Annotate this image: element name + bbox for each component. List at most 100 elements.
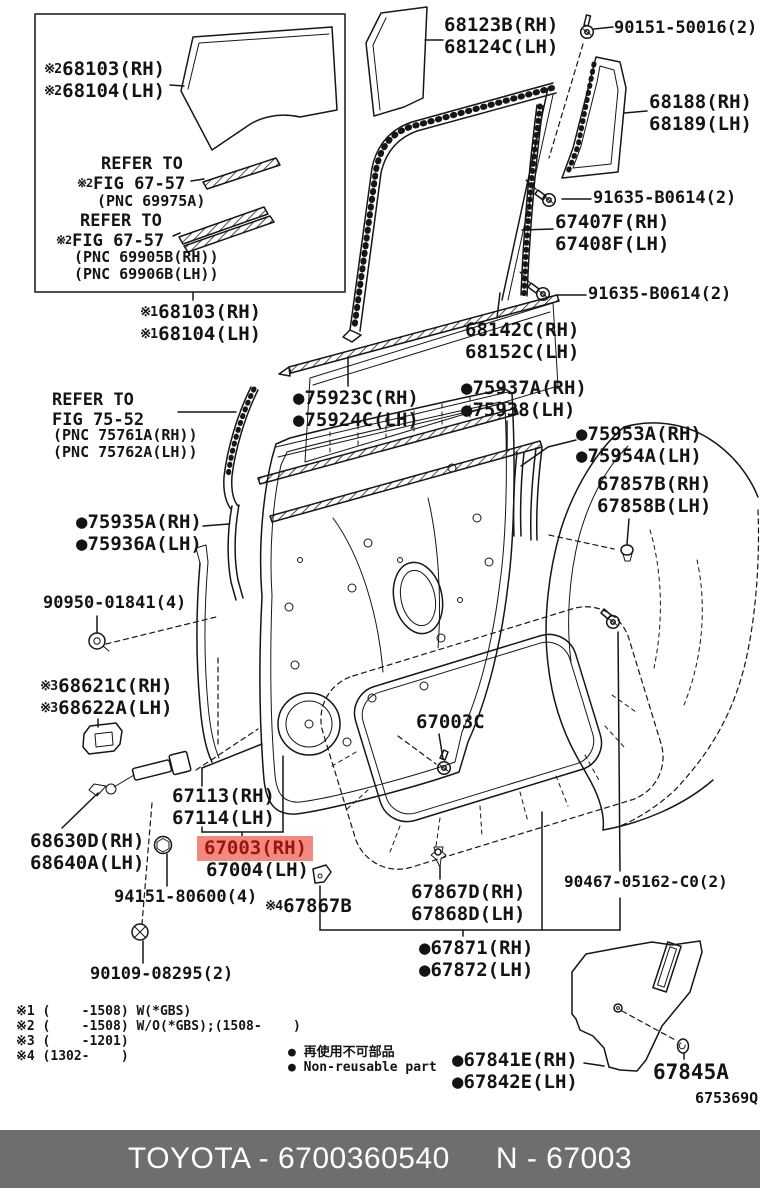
label-applicability-notes-text: ※2 ( -1508) W/O(*GBS);(1508- )	[16, 1019, 301, 1035]
label-applicability-notes-text: ※4 (1302- )	[16, 1049, 129, 1065]
reference-mark: ※2	[56, 232, 72, 247]
label-diagram-code: 675369Q	[695, 1089, 759, 1107]
leader-bottom-bracket	[319, 811, 621, 937]
label-68142c-68152c: 68142C(RH)68152C(LH)	[465, 319, 579, 363]
label-68188-68189-text: 68188(RH)	[649, 91, 752, 113]
inset-68103-68104-text: 68104(LH)	[62, 80, 166, 103]
door-opening-weatherstrip-67871	[320, 606, 664, 870]
label-75935a-75936a-text: ●75935A(RH)	[76, 511, 202, 533]
label-75923c-75924c-text: ●75924C(LH)	[293, 409, 419, 432]
inset-refer-fig-67-57-a: REFER TO※2FIG 67-57	[77, 154, 185, 194]
label-refer-fig-75-52-text: REFER TO	[52, 390, 134, 410]
belt-moulding-strip-a	[202, 157, 281, 190]
screw-icon-91635-upper	[534, 189, 557, 208]
label-91635-b0614-lower-text: 91635-B0614(2)	[588, 284, 732, 304]
label-68621c-68622a: ※368621C(RH)※368622A(LH)	[40, 675, 173, 719]
reference-mark: ※2	[44, 84, 62, 100]
clip-icon-67867d	[430, 846, 447, 868]
label-90467-05162: 90467-05162-C0(2)	[564, 872, 728, 892]
label-75923c-75924c: ●75923C(RH)●75924C(LH)	[293, 387, 419, 431]
label-68103-68104: ※168103(RH)※168104(LH)	[140, 301, 261, 345]
label-94151-80600-text: 94151-80600(4)	[114, 887, 258, 907]
label-67871-67872: ●67871(RH)●67872(LH)	[419, 937, 533, 981]
label-67857b-67858b-text: 67858B(LH)	[597, 495, 712, 518]
label-diagram-code-text: 675369Q	[695, 1089, 759, 1107]
vertical-strip-75935	[227, 504, 244, 601]
reference-mark: ※2	[77, 175, 93, 190]
inset-refer-b-pnc: (PNC 69905B(RH))(PNC 69906B(LH))	[74, 248, 219, 284]
label-90109-08295: 90109-08295(2)	[90, 964, 233, 985]
inset-refer-fig-67-57-b-text: FIG 67-57	[72, 230, 165, 251]
label-75935a-75936a-text: ●75936A(LH)	[76, 533, 202, 556]
inset-68103-68104: ※268103(RH)※268104(LH)	[44, 58, 165, 102]
label-68630d-68640a-text: 68640A(LH)	[30, 852, 145, 875]
label-68188-68189-text: 68189(LH)	[649, 113, 752, 136]
label-75937a-75938: ●75937A(RH)●75938(LH)	[461, 377, 587, 421]
label-67113-67114-text: 67113(RH)	[172, 785, 275, 807]
label-75935a-75936a: ●75935A(RH)●75936A(LH)	[76, 511, 202, 555]
clip-icon-67867b	[312, 864, 332, 884]
label-67845a: 67845A	[653, 1060, 729, 1084]
clip-icon-67857b	[620, 544, 634, 562]
label-67845a-text: 67845A	[653, 1060, 729, 1084]
label-67841e-67842e: ●67841E(RH)●67842E(LH)	[452, 1049, 578, 1093]
label-67113-67114-text: 67114(LH)	[172, 807, 275, 830]
leader-67113-bracket	[201, 743, 284, 837]
label-91635-b0614-upper-text: 91635-B0614(2)	[593, 188, 737, 208]
label-67003-67004-highlight-text: 67003(RH)	[197, 836, 313, 861]
screw-icon-67003c	[436, 749, 452, 776]
footer-part-code: N - 67003	[495, 1142, 633, 1175]
inset-refer-fig-67-57-a-text: REFER TO	[101, 154, 183, 174]
label-67003-67004-highlight-text: 67004(LH)	[206, 859, 309, 882]
label-75953a-75954a-text: ●75954A(LH)	[576, 445, 702, 468]
reference-mark: ※2	[44, 62, 62, 78]
inset-refer-a-pnc: (PNC 69975A)	[97, 192, 206, 210]
label-67871-67872-text: ●67872(LH)	[419, 959, 534, 982]
footer-brand-code: TOYOTA - 6700360540	[127, 1142, 450, 1175]
quarter-glass-68123	[365, 6, 428, 117]
label-refer-75-52-pnc-text: (PNC 75762A(LH))	[53, 443, 198, 462]
label-67867d-67868d: 67867D(RH)67868D(LH)	[411, 881, 525, 925]
inset-refer-b-pnc-text: (PNC 69905B(RH))	[74, 248, 219, 266]
bracket-icon-68621	[82, 722, 123, 755]
label-67857b-67858b-text: 67857B(RH)	[597, 473, 712, 495]
inset-refer-a-pnc-text: (PNC 69975A)	[97, 192, 206, 210]
label-75953a-75954a-text: ●75953A(RH)	[576, 423, 702, 445]
label-90950-01841: 90950-01841(4)	[43, 593, 187, 614]
screw-icon-90151	[579, 14, 595, 40]
diagram-artwork	[34, 6, 760, 1072]
label-90950-01841-text: 90950-01841(4)	[43, 593, 187, 613]
label-applicability-notes-text: ※3 ( -1201)	[16, 1034, 129, 1050]
reference-mark: ※1	[140, 327, 158, 343]
reference-mark: ※1	[140, 305, 158, 321]
label-67407f-67408f-text: 67407F(RH)	[555, 211, 670, 233]
label-90151-50016-text: 90151-50016(2)	[614, 18, 758, 38]
label-67407f-67408f: 67407F(RH)67408F(LH)	[555, 211, 669, 255]
reference-mark: ※3	[40, 701, 58, 717]
label-68142c-68152c-text: 68152C(LH)	[465, 341, 580, 364]
label-68621c-68622a-text: 68622A(LH)	[58, 697, 173, 720]
inset-refer-fig-67-57-b-text: REFER TO	[80, 211, 162, 231]
label-non-reusable-note-text: ● 再使用不可部品	[288, 1045, 395, 1060]
label-91635-b0614-upper: 91635-B0614(2)	[593, 188, 737, 209]
label-90151-50016: 90151-50016(2)	[614, 18, 758, 39]
label-68188-68189: 68188(RH)68189(LH)	[649, 91, 752, 135]
label-91635-b0614-lower: 91635-B0614(2)	[588, 284, 732, 305]
label-67867b: ※467867B	[265, 895, 352, 917]
label-94151-80600: 94151-80600(4)	[114, 887, 258, 908]
label-refer-75-52-pnc-text: (PNC 75761A(RH))	[53, 426, 198, 444]
label-68630d-68640a-text: 68630D(RH)	[30, 830, 145, 852]
inset-refer-fig-67-57-b: REFER TO ※2FIG 67-57	[56, 211, 165, 251]
label-non-reusable-note-text: ● Non-reusable part	[288, 1060, 437, 1076]
label-68103-68104-text: 68103(RH)	[158, 301, 262, 323]
label-non-reusable-note: ● 再使用不可部品● Non-reusable part	[288, 1045, 437, 1075]
label-67003-67004-highlight: 67003(RH)67004(LH)	[197, 836, 313, 882]
label-75937a-75938-text: ●75937A(RH)	[461, 377, 587, 399]
reference-mark: ※4	[265, 899, 283, 915]
glass-run-strip-67407	[520, 103, 544, 298]
reference-mark: ※3	[40, 679, 58, 695]
quarter-window-seal-68188	[561, 56, 627, 179]
label-applicability-notes: ※1 ( -1508) W(*GBS)※2 ( -1508) W/O(*GBS)…	[16, 1004, 301, 1064]
grommet-icon-67845a	[676, 1038, 690, 1054]
screw-icon-90109	[131, 923, 149, 941]
